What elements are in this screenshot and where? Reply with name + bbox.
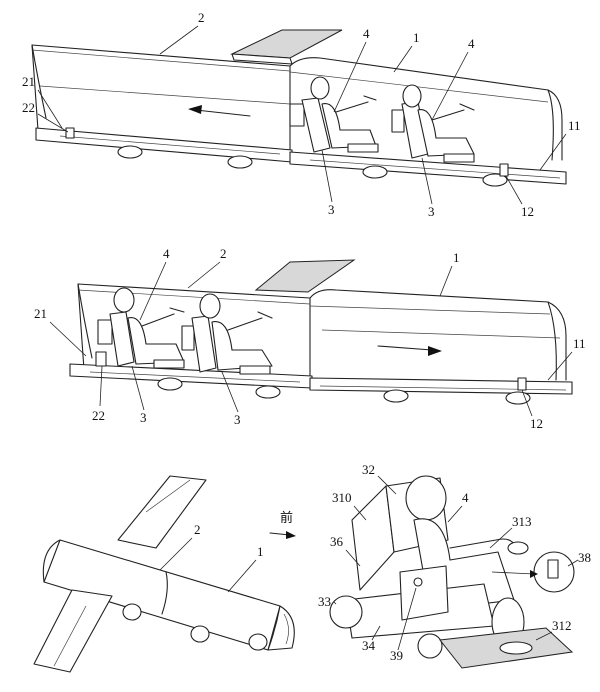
label-4a: 4 xyxy=(363,26,370,41)
seat-passenger-2a xyxy=(97,287,185,369)
label-36: 36 xyxy=(330,534,344,549)
figure-3-aircraft: 前 2 1 xyxy=(33,475,296,673)
front-arrow xyxy=(286,531,296,539)
base-platform-fig2-rear xyxy=(69,363,313,389)
base-platform-front xyxy=(289,151,567,185)
label-38: 38 xyxy=(578,550,591,565)
wing-top xyxy=(230,29,343,59)
label-11: 11 xyxy=(568,118,581,133)
label-4-fig4: 4 xyxy=(462,490,469,505)
label-4-fig2: 4 xyxy=(163,246,170,261)
label-313: 313 xyxy=(512,514,532,529)
label-1-fig3: 1 xyxy=(257,544,264,559)
label-34: 34 xyxy=(362,638,376,653)
wing-upper xyxy=(117,475,207,549)
module-1-roof-fig2 xyxy=(309,289,567,381)
side-panel xyxy=(399,565,449,621)
label-2: 2 xyxy=(198,10,205,25)
label-310: 310 xyxy=(332,490,352,505)
label-12: 12 xyxy=(521,204,534,219)
label-2-fig2: 2 xyxy=(220,246,227,261)
label-21-fig2: 21 xyxy=(34,306,47,321)
label-312: 312 xyxy=(552,618,572,633)
label-4b: 4 xyxy=(468,36,475,51)
label-21: 21 xyxy=(22,74,35,89)
figure-1-train: 2 1 4 4 21 22 11 3 3 12 xyxy=(22,10,581,219)
direction-arrow-right xyxy=(428,346,442,356)
wing-mid xyxy=(254,259,356,293)
label-22-fig2: 22 xyxy=(92,408,105,423)
figure-2-train: 4 2 1 21 11 22 3 3 12 xyxy=(34,246,586,431)
label-33: 33 xyxy=(318,594,331,609)
label-12-fig2: 12 xyxy=(530,416,543,431)
seat-passenger-1b xyxy=(391,84,475,163)
seat-passenger-1a xyxy=(289,76,379,153)
figure-4-seat-detail: 32 310 4 313 36 38 33 34 39 312 xyxy=(318,462,591,669)
label-front: 前 xyxy=(280,510,293,525)
label-3b-fig2: 3 xyxy=(234,412,241,427)
direction-arrow-left xyxy=(188,105,202,114)
label-39: 39 xyxy=(390,648,403,663)
label-1: 1 xyxy=(413,30,420,45)
label-11-fig2: 11 xyxy=(573,336,586,351)
module-joint xyxy=(161,571,168,615)
passenger-head xyxy=(405,475,447,521)
label-2-fig3: 2 xyxy=(194,522,201,537)
label-3a-fig2: 3 xyxy=(140,410,147,425)
label-1-fig2: 1 xyxy=(453,250,460,265)
label-3b: 3 xyxy=(428,204,435,219)
wheel-33 xyxy=(329,595,363,629)
label-32: 32 xyxy=(362,462,375,477)
label-3a: 3 xyxy=(328,202,335,217)
seat-passenger-2b xyxy=(181,293,273,375)
label-22: 22 xyxy=(22,100,35,115)
base-platform-fig2-front xyxy=(309,377,573,395)
